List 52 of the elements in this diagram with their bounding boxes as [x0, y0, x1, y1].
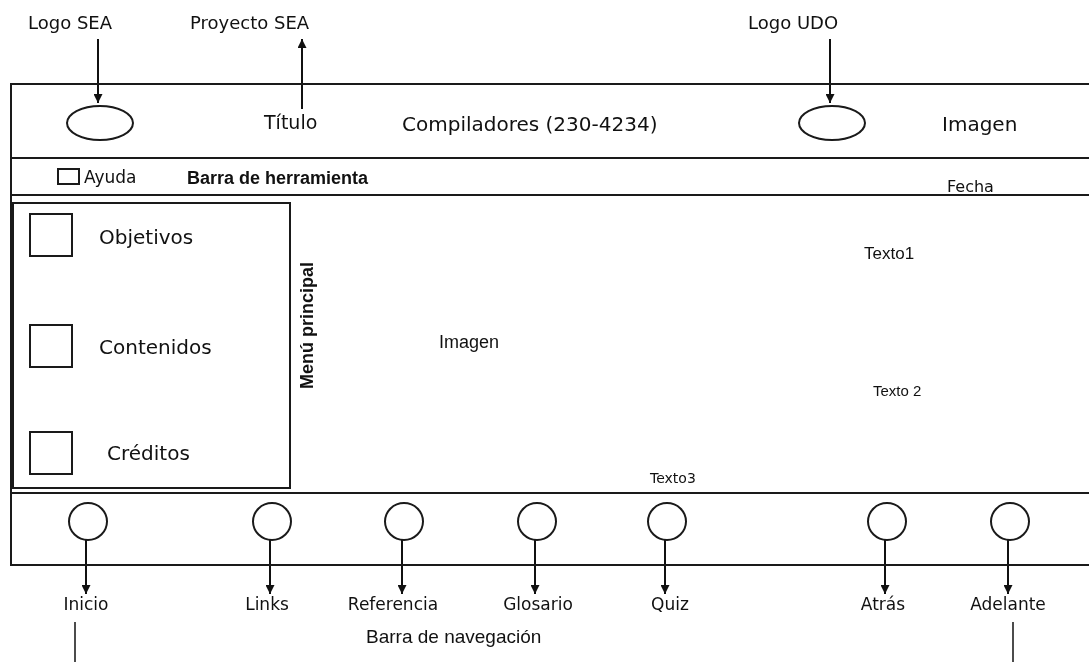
nav-button-circle	[252, 502, 292, 541]
arrow	[297, 38, 307, 110]
nav-button-circle	[384, 502, 424, 541]
arrow	[880, 538, 890, 595]
menu-item: Objetivos	[99, 225, 194, 249]
arrow	[825, 38, 835, 104]
arrow	[265, 538, 275, 595]
arrow	[530, 538, 540, 595]
nav-button-circle	[990, 502, 1030, 541]
nav-label: Glosario	[502, 594, 574, 615]
arrow	[397, 538, 407, 595]
callout-label: Logo UDO	[748, 12, 839, 34]
arrow	[660, 538, 670, 595]
title-label: Título	[264, 111, 318, 134]
callout-label: Logo SEA	[28, 12, 112, 34]
menu-checkbox	[29, 431, 73, 475]
help-label: Ayuda	[84, 167, 137, 188]
callout-label: Proyecto SEA	[190, 12, 310, 34]
text-label: Texto3	[650, 470, 696, 487]
image-label: Imagen	[439, 332, 500, 354]
nav-label: Adelante	[969, 594, 1047, 615]
nav-label: Links	[244, 594, 290, 615]
oval-shape	[798, 105, 866, 141]
image-label: Imagen	[942, 112, 1018, 136]
help-checkbox	[57, 168, 80, 185]
nav-label: Quiz	[650, 594, 690, 615]
arrow	[1003, 538, 1013, 595]
oval-shape	[66, 105, 134, 141]
course-name: Compiladores (230-4234)	[402, 112, 658, 136]
menu-item: Contenidos	[99, 335, 212, 359]
text-label: Texto1	[864, 244, 915, 265]
nav-label: Referencia	[346, 594, 440, 615]
arrow	[81, 538, 91, 595]
nav-button-circle	[517, 502, 557, 541]
bracket-label: Barra de navegación	[366, 626, 542, 649]
nav-button-circle	[68, 502, 108, 541]
menu-checkbox	[29, 324, 73, 368]
menu-checkbox	[29, 213, 73, 257]
menu-item: Créditos	[107, 441, 190, 465]
arrow	[93, 38, 103, 104]
header-band	[10, 83, 1089, 159]
nav-button-circle	[647, 502, 687, 541]
menu-panel	[12, 202, 291, 489]
nav-label: Atrás	[859, 594, 907, 615]
date-label: Fecha	[947, 177, 994, 197]
toolbar-label: Barra de herramienta	[187, 168, 369, 190]
nav-button-circle	[867, 502, 907, 541]
menu-label: Menú principal	[297, 262, 318, 389]
navigation-bar	[10, 492, 1089, 566]
nav-label: Inicio	[62, 594, 110, 615]
text-label: Texto 2	[873, 382, 922, 400]
toolbar-band	[10, 157, 1089, 196]
